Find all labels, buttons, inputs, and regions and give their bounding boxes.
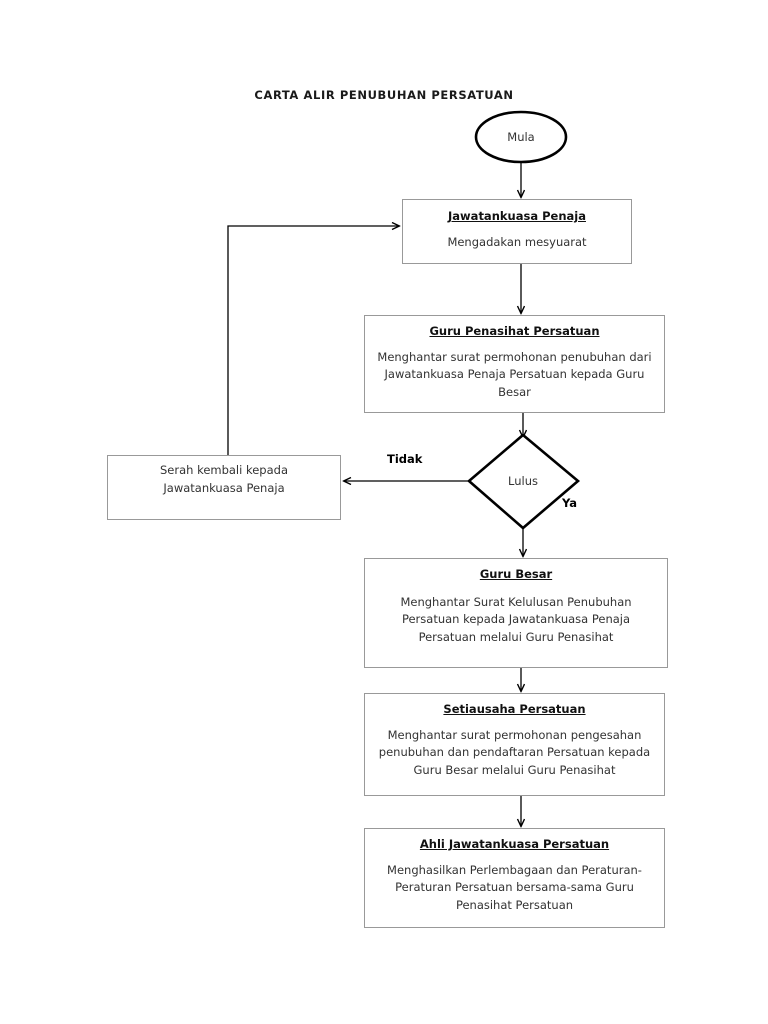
- node-body-line1: Serah kembali kepada: [159, 463, 289, 477]
- edge-label-ya: Ya: [562, 496, 578, 510]
- node-body: Menghantar surat permohonan pengesahan p…: [378, 727, 651, 778]
- node-body: Menghasilkan Perlembagaan dan Peraturan-…: [387, 862, 642, 913]
- node-heading: Ahli Jawatankuasa Persatuan: [419, 837, 610, 851]
- node-body: Menghantar surat permohonan penubuhan da…: [377, 349, 652, 400]
- node-body: Mengadakan mesyuarat: [447, 234, 587, 249]
- start-label: Mula: [507, 130, 535, 144]
- edge-label-tidak: Tidak: [387, 452, 423, 466]
- node-body-line2: Jawatankuasa Penaja: [163, 480, 285, 495]
- start-oval-label-wrap: Mula: [476, 112, 566, 162]
- node-jawatankuasa-penaja[interactable]: Jawatankuasa Penaja Mengadakan mesyuarat: [402, 199, 632, 264]
- node-heading: Guru Penasihat Persatuan: [429, 324, 600, 338]
- node-body: Menghantar Surat Kelulusan Penubuhan Per…: [400, 594, 632, 645]
- node-serah-kembali[interactable]: Serah kembali kepada Jawatankuasa Penaja: [107, 455, 341, 520]
- node-setiausaha-persatuan[interactable]: Setiausaha Persatuan Menghantar surat pe…: [364, 693, 665, 796]
- page-title: CARTA ALIR PENUBUHAN PERSATUAN: [254, 88, 514, 102]
- node-ahli-jawatankuasa-persatuan[interactable]: Ahli Jawatankuasa Persatuan Menghasilkan…: [364, 828, 665, 928]
- node-heading: Jawatankuasa Penaja: [448, 209, 586, 223]
- node-heading: Setiausaha Persatuan: [443, 702, 586, 716]
- node-heading: Guru Besar: [479, 567, 553, 581]
- node-guru-besar[interactable]: Guru Besar Menghantar Surat Kelulusan Pe…: [364, 558, 668, 668]
- decision-label: Lulus: [508, 474, 538, 488]
- node-guru-penasihat-persatuan[interactable]: Guru Penasihat Persatuan Menghantar sura…: [364, 315, 665, 413]
- decision-label-wrap: Lulus: [478, 456, 568, 506]
